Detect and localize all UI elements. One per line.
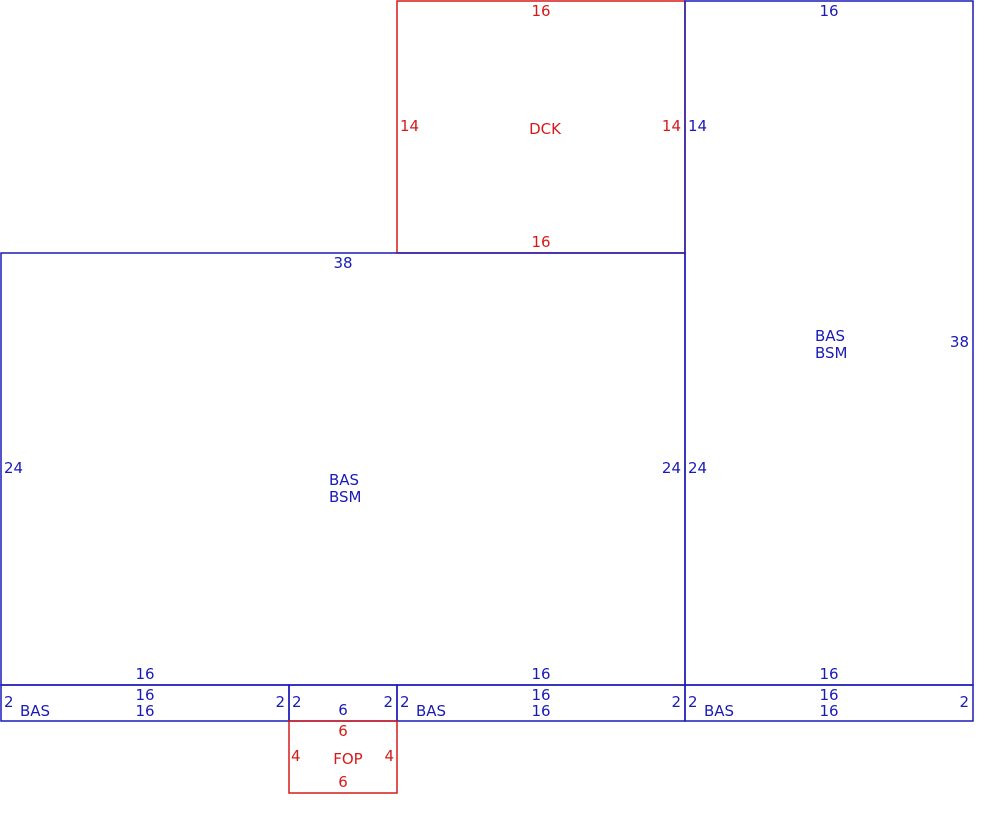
strip-center-right-dimension: 2 — [671, 693, 681, 711]
main-left-code-1: BAS — [329, 471, 359, 489]
strip-right-top-dimension: 16 — [819, 686, 838, 704]
strip-mid-right-dimension: 2 — [383, 693, 393, 711]
porch-top-dimension: 6 — [338, 722, 348, 740]
porch-outline — [288, 720, 398, 794]
main-right-left-upper-dimension: 14 — [688, 117, 707, 135]
porch-bottom-dimension: 6 — [338, 773, 348, 791]
main-right-bottom-dimension: 16 — [819, 665, 838, 683]
strip-left-left-dimension: 2 — [4, 693, 14, 711]
strip-center-code: BAS — [416, 702, 446, 720]
main-right-right-dimension: 38 — [950, 333, 969, 351]
main-left-top-dimension: 38 — [333, 254, 352, 272]
strip-right-right-dimension: 2 — [959, 693, 969, 711]
main-right-left-lower-dimension: 24 — [688, 459, 707, 477]
main-right-code-1: BAS — [815, 327, 845, 345]
main-left-code-2: BSM — [329, 488, 362, 506]
main-left-bottom-dimension-left: 16 — [135, 665, 154, 683]
strip-mid-top-dimension: 6 — [338, 701, 348, 719]
strip-left-code: BAS — [20, 702, 50, 720]
strip-left-right-dimension: 2 — [275, 693, 285, 711]
main-left-outline — [0, 252, 686, 686]
strip-left-top-dimension: 16 — [135, 686, 154, 704]
main-right-code-2: BSM — [815, 344, 848, 362]
main-left-right-dimension: 24 — [662, 459, 681, 477]
main-left-bottom-dimension-right: 16 — [531, 665, 550, 683]
main-right-top-dimension: 16 — [819, 2, 838, 20]
porch-right-dimension: 4 — [384, 747, 394, 765]
main-left-left-dimension: 24 — [4, 459, 23, 477]
strip-left-bottom-dimension: 16 — [135, 702, 154, 720]
porch-left-dimension: 4 — [291, 747, 301, 765]
strip-right-outline — [684, 684, 974, 722]
strip-mid-left-dimension: 2 — [292, 693, 302, 711]
porch-code: FOP — [333, 750, 362, 768]
strip-center-bottom-dimension: 16 — [531, 702, 550, 720]
deck-right-dimension: 14 — [662, 117, 681, 135]
deck-code: DCK — [529, 120, 562, 138]
strip-center-left-dimension: 2 — [400, 693, 410, 711]
strip-right-code: BAS — [704, 702, 734, 720]
strip-center-top-dimension: 16 — [531, 686, 550, 704]
deck-left-dimension: 14 — [400, 117, 419, 135]
deck-bottom-dimension: 16 — [531, 233, 550, 251]
strip-right-bottom-dimension: 16 — [819, 702, 838, 720]
strip-right-left-dimension: 2 — [688, 693, 698, 711]
deck-top-dimension: 16 — [531, 2, 550, 20]
